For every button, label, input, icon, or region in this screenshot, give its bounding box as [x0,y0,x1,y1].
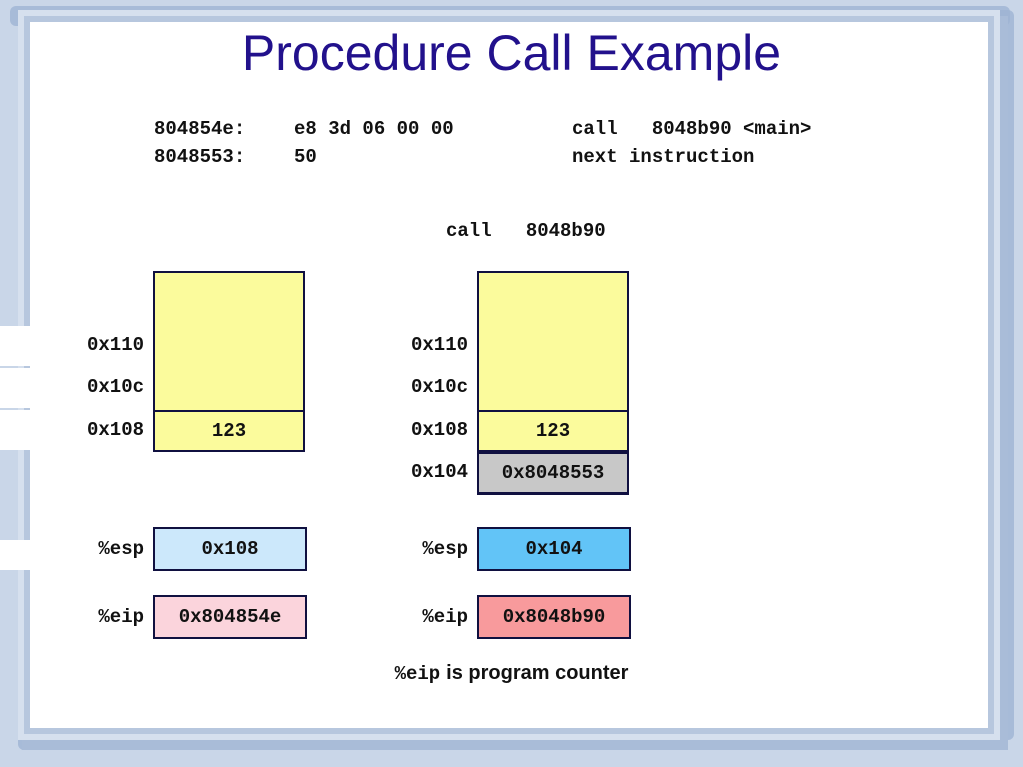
code-bytes-1: e8 3d 06 00 00 [294,118,454,140]
before-addr-0x110: 0x110 [86,334,144,356]
after-stack-cell-0x104: 0x8048553 [477,452,629,494]
before-eip-label: %eip [98,606,144,628]
after-eip-register: 0x8048b90 [477,595,631,639]
before-esp-label: %esp [98,538,144,560]
diagram-caption: call 8048b90 [446,220,606,242]
after-esp-register: 0x104 [477,527,631,571]
after-addr-0x110: 0x110 [410,334,468,356]
slide-title: Procedure Call Example [241,25,782,81]
after-addr-0x104: 0x104 [410,461,468,483]
before-stack-cell-0x108: 123 [153,410,305,452]
code-address-1: 804854e: [154,118,246,140]
after-stack-cell-0x108: 123 [477,410,629,452]
before-esp-register: 0x108 [153,527,307,571]
after-esp-label: %esp [422,538,468,560]
after-stack: 123 0x8048553 [477,271,629,495]
footer-text: is program counter [446,662,629,684]
code-asm-2: next instruction [572,146,755,168]
before-addr-0x10c: 0x10c [86,376,144,398]
frame-stroke-right [992,10,1014,740]
code-address-2: 8048553: [154,146,246,168]
footer-code: %eip [394,663,441,685]
after-eip-label: %eip [422,606,468,628]
before-eip-register: 0x804854e [153,595,307,639]
frame-notch [0,410,34,450]
after-addr-0x10c: 0x10c [410,376,468,398]
frame-stroke-top [10,6,1010,26]
frame-notch [0,368,34,408]
after-addr-0x108: 0x108 [410,419,468,441]
code-bytes-2: 50 [294,146,317,168]
frame-stroke-bottom [18,728,978,750]
code-asm-1: call 8048b90 <main> [572,118,812,140]
frame-notch [0,540,34,570]
before-stack: 123 [153,271,305,452]
frame-notch [0,326,34,366]
before-addr-0x108: 0x108 [86,419,144,441]
